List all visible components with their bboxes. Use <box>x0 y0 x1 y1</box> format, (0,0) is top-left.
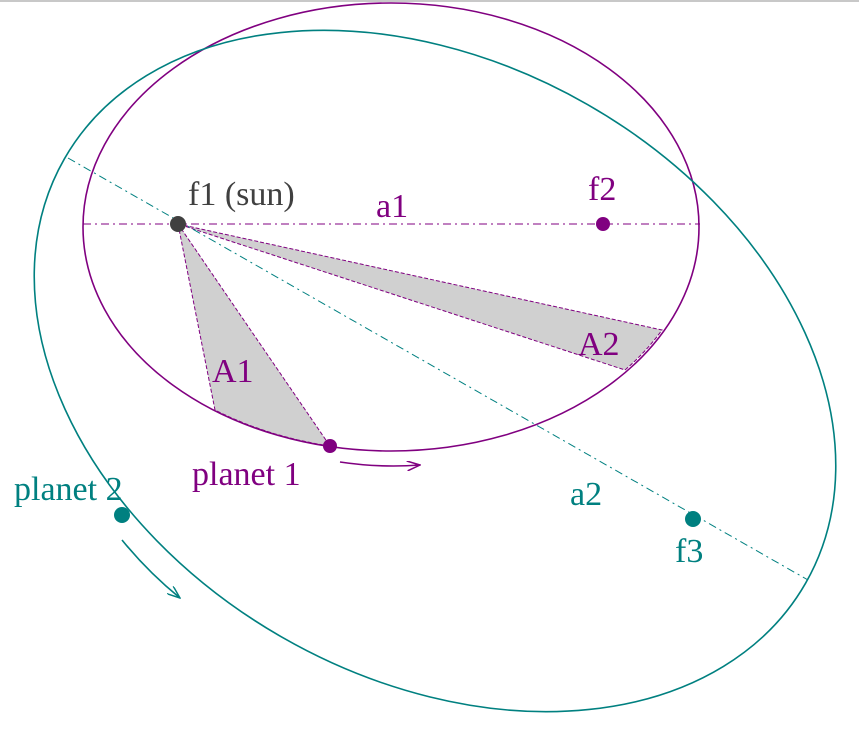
direction-arrow-planet-2 <box>121 539 180 598</box>
sector-A2 <box>177 223 663 371</box>
f2-label: f2 <box>588 171 616 208</box>
focus-f2-point <box>596 217 610 231</box>
f3-label: f3 <box>675 533 703 570</box>
focus-f3-point <box>685 511 701 527</box>
sun-label: f1 (sun) <box>188 176 295 213</box>
major-axis-a2 <box>67 157 809 581</box>
A1-label: A1 <box>212 353 254 390</box>
A2-label: A2 <box>578 326 620 363</box>
a1-label: a1 <box>376 188 408 225</box>
orbit-planet-1 <box>82 2 700 452</box>
a2-label: a2 <box>570 476 602 513</box>
orbit-planet-2 <box>33 29 837 713</box>
planet-1-label: planet 1 <box>192 456 301 493</box>
sun-point <box>170 216 186 232</box>
planet-2-label: planet 2 <box>14 471 123 508</box>
planet-1-point <box>323 439 337 453</box>
direction-arrow-planet-1 <box>339 462 420 466</box>
planet-2-point <box>114 507 130 523</box>
